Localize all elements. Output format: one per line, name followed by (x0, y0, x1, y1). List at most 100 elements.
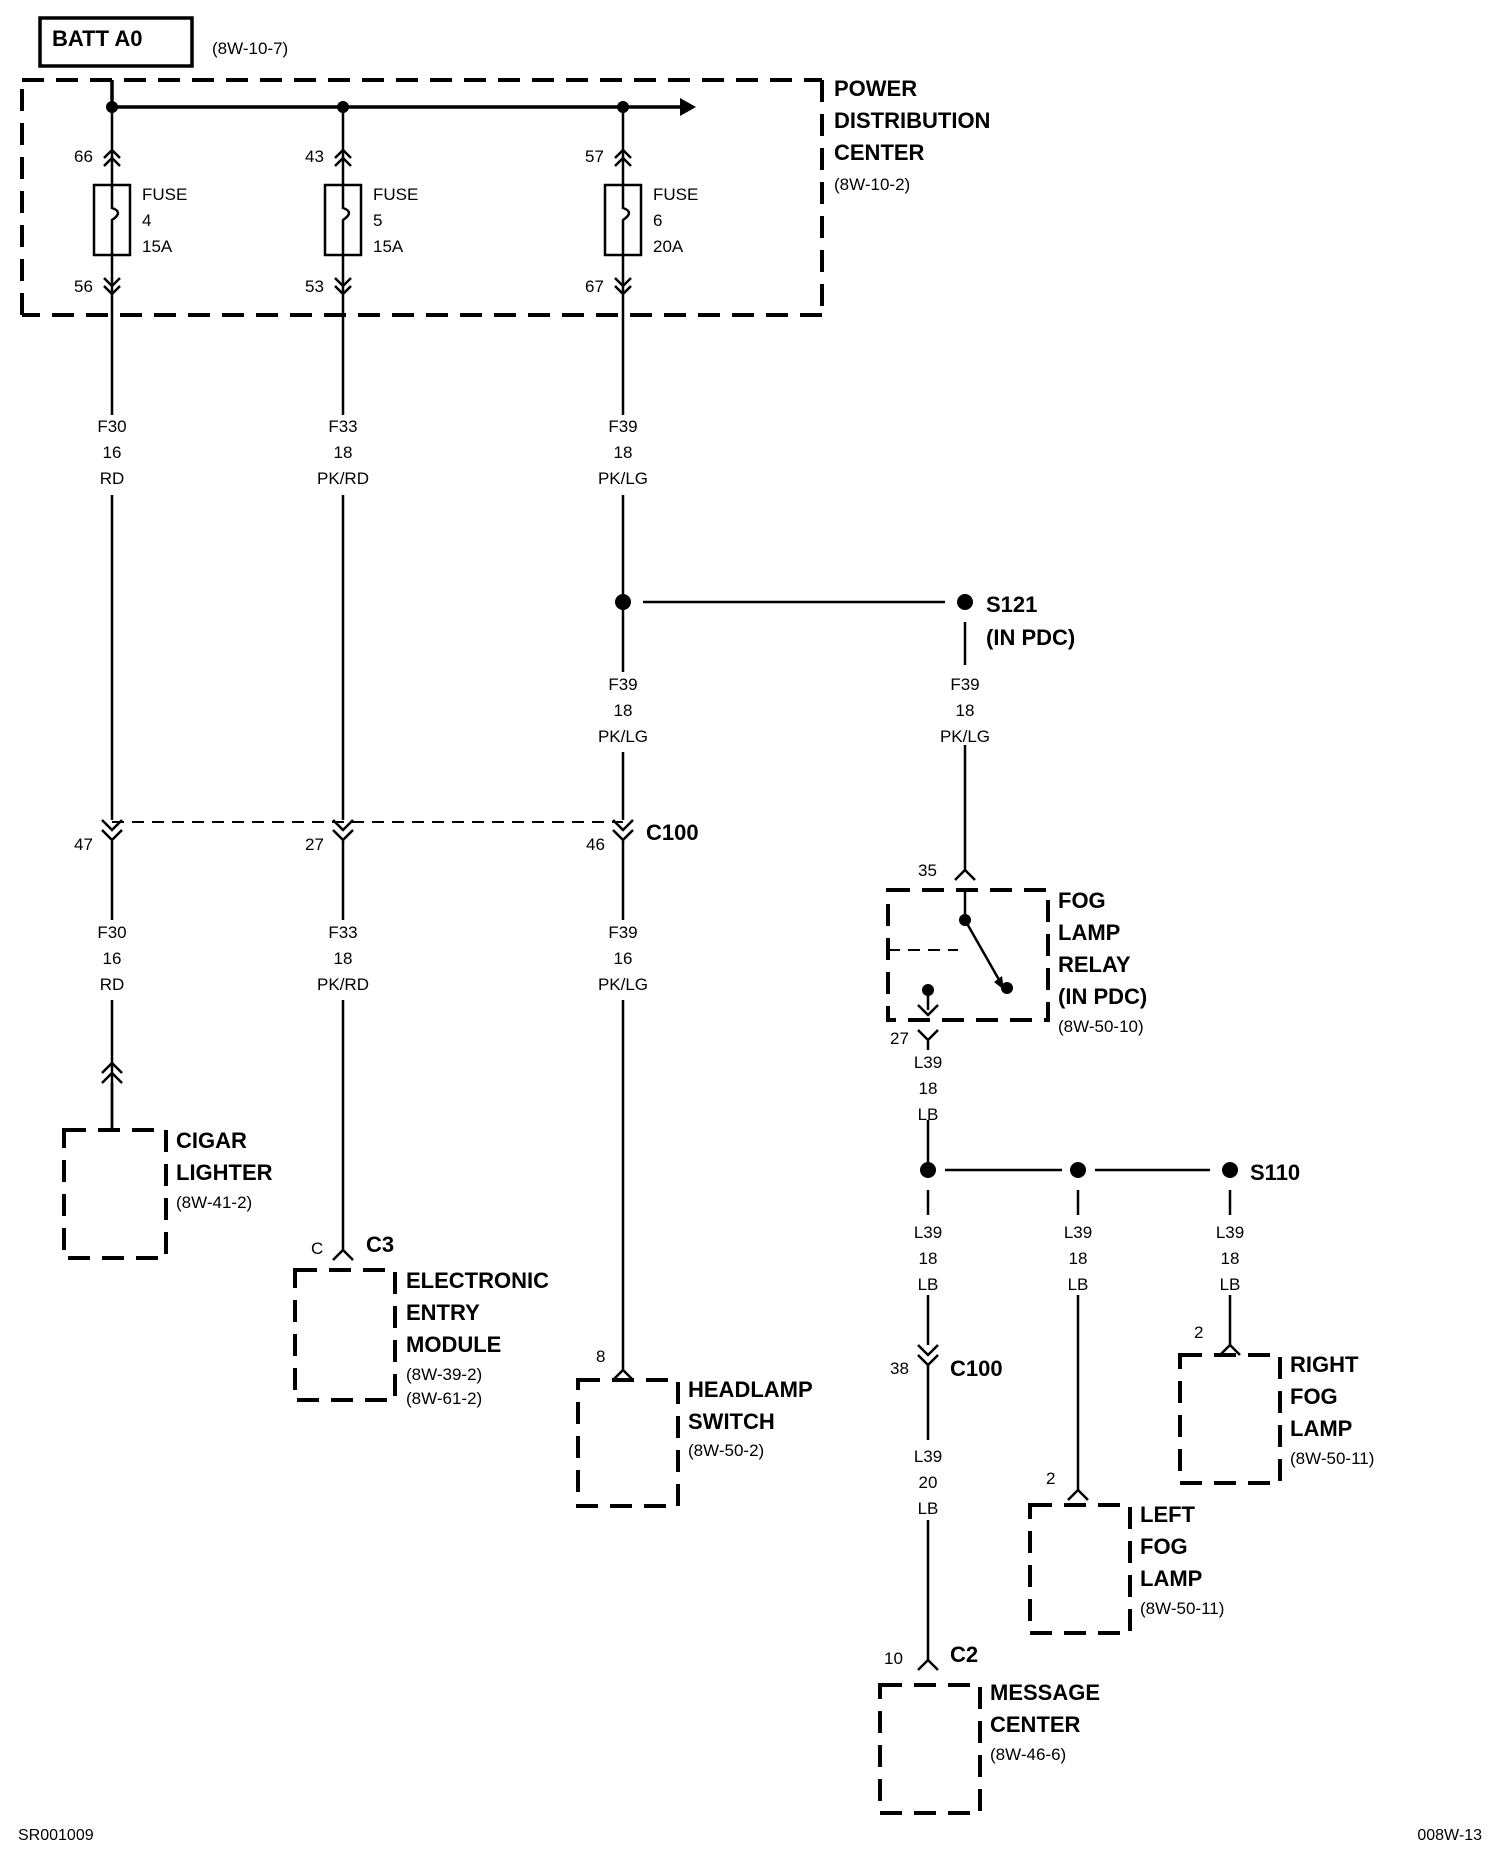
fuse-4-rating: 15A (142, 237, 173, 256)
message-center: 10 C2 MESSAGE CENTER (8W-46-6) (878, 1642, 1100, 1815)
s121-label: S121 (986, 592, 1037, 617)
relay-ref: (8W-50-10) (1058, 1017, 1144, 1036)
battery-source: BATT A0 (8W-10-7) (38, 16, 288, 68)
cigar-ref: (8W-41-2) (176, 1193, 252, 1212)
eem-label-3: MODULE (406, 1332, 501, 1357)
pdc-title-2: DISTRIBUTION (834, 108, 990, 133)
wire-label-f39-s121: F39 18 PK/LG (940, 675, 990, 746)
fuse-4: 66 FUSE 4 15A 56 (74, 107, 187, 300)
relay-pin-in: 35 (918, 861, 937, 880)
bus-arrow-icon (680, 98, 696, 116)
fog-lamp-relay: 35 27 FOG LAMP RELAY (IN PDC) (8W-50-10) (886, 861, 1147, 1048)
message-ref: (8W-46-6) (990, 1745, 1066, 1764)
wire-label-l39-b: L39 18 LB (1064, 1223, 1092, 1294)
wire-label-f33-top: F33 18 PK/RD (317, 417, 369, 488)
svg-text:LB: LB (918, 1275, 939, 1294)
left-fog-label-1: LEFT (1140, 1502, 1196, 1527)
right-fog-label-1: RIGHT (1290, 1352, 1359, 1377)
fuse-4-out-pin: 56 (74, 277, 93, 296)
eem-pin: C (311, 1239, 323, 1258)
svg-text:18: 18 (919, 1079, 938, 1098)
fuse-6-symbol-icon (621, 185, 631, 255)
svg-text:F39: F39 (608, 417, 637, 436)
relay-label-2: LAMP (1058, 920, 1120, 945)
svg-text:LB: LB (918, 1499, 939, 1518)
fuse-5-in-pin: 43 (305, 147, 324, 166)
eem-label-2: ENTRY (406, 1300, 480, 1325)
svg-text:L39: L39 (914, 1447, 942, 1466)
c100-connector-top: 47 27 46 C100 (74, 819, 699, 854)
svg-text:RD: RD (100, 469, 125, 488)
svg-text:18: 18 (614, 701, 633, 720)
svg-text:LB: LB (918, 1105, 939, 1124)
eem-connector: C3 (366, 1232, 394, 1257)
c100-connector-bottom: 38 C100 (890, 1344, 1003, 1660)
splice-s121: S121 (IN PDC) (615, 592, 1075, 870)
svg-text:RD: RD (100, 975, 125, 994)
battery-ref: (8W-10-7) (212, 39, 288, 58)
fuse-4-word: FUSE (142, 185, 187, 204)
message-label-2: CENTER (990, 1712, 1081, 1737)
headlamp-ref: (8W-50-2) (688, 1441, 764, 1460)
wire-label-l39-relay: L39 18 LB (914, 1053, 942, 1124)
message-connector: C2 (950, 1642, 978, 1667)
fuse-5: 43 FUSE 5 15A 53 (305, 107, 418, 300)
wire-label-l39-c: L39 18 LB (1216, 1223, 1244, 1294)
svg-text:F33: F33 (328, 417, 357, 436)
wire-label-f30-top: F30 16 RD (97, 417, 126, 488)
fuse-5-rating: 15A (373, 237, 404, 256)
svg-text:PK/LG: PK/LG (598, 469, 648, 488)
wire-label-f30-bot: F30 16 RD (97, 923, 126, 994)
fuse-4-symbol-icon (110, 185, 120, 255)
pdc-title-1: POWER (834, 76, 917, 101)
pdc-ref: (8W-10-2) (834, 175, 910, 194)
right-fog-ref: (8W-50-11) (1290, 1449, 1374, 1468)
svg-text:F33: F33 (328, 923, 357, 942)
svg-text:PK/RD: PK/RD (317, 469, 369, 488)
relay-label-3: RELAY (1058, 952, 1131, 977)
svg-text:18: 18 (1221, 1249, 1240, 1268)
fuse-5-symbol-icon (341, 185, 351, 255)
svg-text:PK/RD: PK/RD (317, 975, 369, 994)
svg-text:16: 16 (103, 443, 122, 462)
svg-text:16: 16 (103, 949, 122, 968)
svg-text:F39: F39 (608, 923, 637, 942)
svg-text:PK/LG: PK/LG (598, 727, 648, 746)
splice-s110: S110 (920, 1160, 1300, 1490)
wire-label-f33-bot: F33 18 PK/RD (317, 923, 369, 994)
svg-text:16: 16 (614, 949, 633, 968)
svg-text:PK/LG: PK/LG (940, 727, 990, 746)
svg-text:18: 18 (334, 949, 353, 968)
left-fog-label-2: FOG (1140, 1534, 1188, 1559)
pdc-title-3: CENTER (834, 140, 925, 165)
right-fog-pin: 2 (1194, 1323, 1203, 1342)
eem-ref-1: (8W-39-2) (406, 1365, 482, 1384)
fuse-4-number: 4 (142, 211, 151, 230)
svg-text:LB: LB (1068, 1275, 1089, 1294)
c100-pin-47: 47 (74, 835, 93, 854)
svg-text:L39: L39 (1064, 1223, 1092, 1242)
fuse-6-word: FUSE (653, 185, 698, 204)
svg-text:18: 18 (1069, 1249, 1088, 1268)
left-fog-pin: 2 (1046, 1469, 1055, 1488)
svg-text:PK/LG: PK/LG (598, 975, 648, 994)
headlamp-label-2: SWITCH (688, 1409, 775, 1434)
c100-pin-46: 46 (586, 835, 605, 854)
svg-text:F30: F30 (97, 923, 126, 942)
left-fog-ref: (8W-50-11) (1140, 1599, 1224, 1618)
svg-text:L39: L39 (914, 1053, 942, 1072)
relay-label-1: FOG (1058, 888, 1106, 913)
headlamp-pin: 8 (596, 1347, 605, 1366)
power-distribution-center: POWER DISTRIBUTION CENTER (8W-10-2) (20, 76, 990, 317)
relay-pin-out: 27 (890, 1029, 909, 1048)
svg-text:18: 18 (956, 701, 975, 720)
fuse-6-rating: 20A (653, 237, 684, 256)
wire-label-f39-bot: F39 16 PK/LG (598, 923, 648, 994)
headlamp-switch: 8 HEADLAMP SWITCH (8W-50-2) (576, 1347, 813, 1508)
c100-bot-pin: 38 (890, 1359, 909, 1378)
cigar-lighter: CIGAR LIGHTER (8W-41-2) (62, 1061, 273, 1260)
right-fog-label-2: FOG (1290, 1384, 1338, 1409)
svg-text:LB: LB (1220, 1275, 1241, 1294)
fuse-5-number: 5 (373, 211, 382, 230)
